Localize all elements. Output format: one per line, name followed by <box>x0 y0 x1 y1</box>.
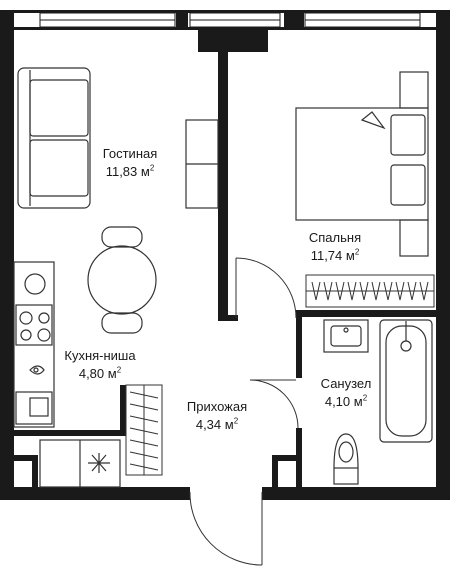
interior-walls <box>14 30 436 492</box>
bed <box>295 71 429 257</box>
tv-cabinet <box>185 119 219 209</box>
bathroom-door <box>249 379 299 429</box>
room-label-hallway: Прихожая 4,34 м2 <box>167 398 267 434</box>
entrance-door <box>189 491 263 566</box>
windows <box>39 12 421 28</box>
room-label-bedroom: Спальня 11,74 м2 <box>285 229 385 265</box>
hallway-name: Прихожая <box>186 399 248 414</box>
kitchen-name: Кухня-ниша <box>64 348 136 363</box>
room-label-bathroom: Санузел 4,10 м2 <box>296 375 396 411</box>
dining-table <box>87 226 157 334</box>
bedroom-area: 11,74 м2 <box>310 247 360 263</box>
bathroom-name: Санузел <box>320 376 372 391</box>
wardrobe <box>305 274 435 308</box>
room-label-kitchen: Кухня-ниша 4,80 м2 <box>50 347 150 383</box>
kitchen-counter <box>13 261 55 428</box>
sofa <box>17 67 91 209</box>
bathroom-area: 4,10 м2 <box>324 393 368 409</box>
exterior-walls <box>0 10 450 500</box>
living-area: 11,83 м2 <box>105 163 155 179</box>
bedroom-name: Спальня <box>308 230 362 245</box>
bedroom-door <box>235 257 297 319</box>
kitchen-area: 4,80 м2 <box>78 365 122 381</box>
hallway-wardrobe <box>125 384 163 476</box>
room-label-living: Гостиная 11,83 м2 <box>80 145 180 181</box>
fridge-counter <box>39 439 121 488</box>
hallway-area: 4,34 м2 <box>195 416 239 432</box>
living-name: Гостиная <box>102 146 158 161</box>
bathroom-fixtures <box>323 319 433 485</box>
window-posts <box>176 10 304 30</box>
